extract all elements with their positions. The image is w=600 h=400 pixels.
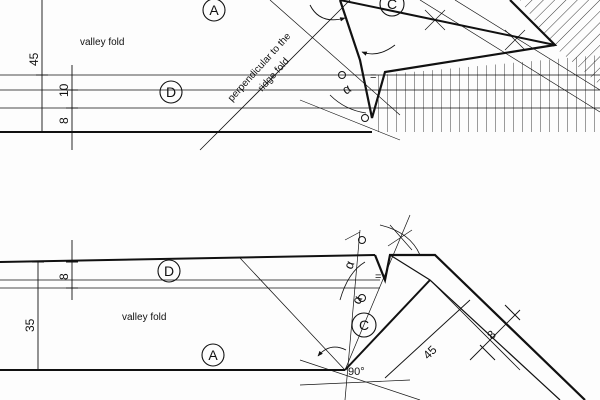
bottom-arc-2 bbox=[379, 224, 421, 256]
bottom-angle-90: 90° bbox=[348, 366, 365, 378]
top-arc-3 bbox=[329, 94, 367, 114]
bottom-label-d-circle bbox=[157, 259, 181, 283]
top-panel bbox=[0, 0, 600, 151]
top-fold-note: valley fold bbox=[80, 37, 124, 48]
top-arc-2 bbox=[361, 44, 396, 56]
bottom-label-a: A bbox=[208, 347, 218, 363]
bottom-equal-mark: = bbox=[375, 271, 381, 283]
bottom-construct-5 bbox=[299, 379, 411, 386]
bottom-fold-outline bbox=[373, 253, 586, 400]
bottom-alpha-1: α bbox=[341, 258, 358, 271]
bottom-text: D C A valley fold 8 35 45 8 90° α α = bbox=[23, 258, 499, 378]
top-dim-10: 10 bbox=[57, 83, 71, 97]
top-dim-ticks bbox=[36, 74, 78, 133]
top-diag-hatch bbox=[520, 0, 600, 85]
top-construct-4 bbox=[299, 99, 401, 141]
bottom-dim-45-text: 45 bbox=[420, 343, 440, 363]
bottom-construct-6 bbox=[344, 231, 361, 241]
bottom-label-a-circle bbox=[201, 343, 225, 367]
top-ridge-line bbox=[339, 0, 556, 46]
top-dim-8: 8 bbox=[57, 117, 71, 124]
top-alpha: α bbox=[339, 81, 354, 98]
top-perp-line bbox=[199, 0, 351, 151]
top-label-d: D bbox=[166, 84, 176, 100]
bottom-dim-8-text: 8 bbox=[57, 273, 71, 280]
top-construct-2 bbox=[419, 0, 600, 113]
bottom-label-d: D bbox=[164, 263, 174, 279]
top-label-d-circle bbox=[159, 80, 183, 104]
bottom-construct-3 bbox=[344, 214, 411, 371]
bottom-diag-fold bbox=[344, 279, 431, 371]
bottom-label-c-circle bbox=[351, 312, 377, 338]
bottom-top-edge bbox=[0, 254, 376, 263]
bottom-panel bbox=[0, 214, 586, 400]
bottom-alpha-2: α bbox=[349, 293, 366, 306]
top-construct-3 bbox=[454, 0, 600, 91]
bottom-label-c: C bbox=[359, 317, 369, 333]
top-fold-outline bbox=[338, 0, 558, 119]
bottom-dim-35-text: 35 bbox=[23, 318, 37, 332]
bottom-dim-45 bbox=[384, 299, 471, 379]
bottom-dim-8 bbox=[469, 309, 521, 361]
bottom-construct-4 bbox=[299, 359, 421, 400]
top-crosses bbox=[424, 9, 526, 51]
top-hatched-region bbox=[372, 55, 600, 132]
top-equal-mark: = bbox=[370, 71, 376, 83]
top-label-c: C bbox=[387, 0, 397, 12]
bottom-pivot-1 bbox=[358, 236, 366, 244]
top-pivot-2 bbox=[361, 114, 369, 122]
bottom-crosses bbox=[387, 224, 413, 251]
bottom-arc-1 bbox=[317, 346, 347, 357]
bottom-arc-3 bbox=[339, 261, 366, 301]
top-label-a: A bbox=[209, 2, 219, 18]
top-dim-45: 45 bbox=[27, 52, 41, 66]
bottom-construct-1 bbox=[239, 257, 346, 371]
bottom-dim-8-ticks bbox=[479, 304, 521, 361]
top-label-a-circle bbox=[202, 0, 226, 22]
top-arc-1 bbox=[309, 4, 346, 22]
top-pivot-1 bbox=[338, 71, 346, 79]
top-construct-1 bbox=[269, 0, 401, 116]
bottom-dim-ticks bbox=[32, 261, 78, 371]
bottom-inner-line bbox=[429, 279, 521, 371]
bottom-pivot-2 bbox=[358, 294, 366, 302]
bottom-fold-inner bbox=[389, 254, 561, 400]
bottom-construct-2 bbox=[344, 229, 361, 400]
top-label-c-circle bbox=[379, 0, 405, 17]
bottom-dim-8b-text: 8 bbox=[484, 327, 499, 342]
bottom-fold-note: valley fold bbox=[122, 312, 166, 323]
